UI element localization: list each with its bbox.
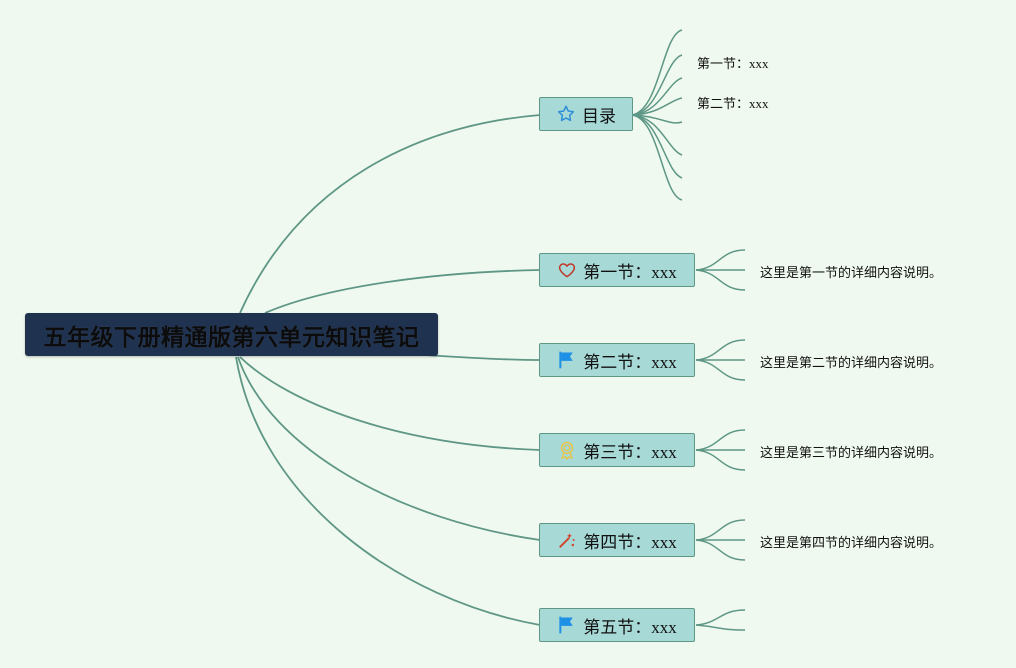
topic-toc[interactable]: 目录: [539, 97, 633, 131]
section-4-note[interactable]: 这里是第四节的详细内容说明。: [760, 536, 943, 551]
edge-root-s2: [424, 354, 541, 361]
twig-s5-b: [695, 624, 746, 631]
central-topic[interactable]: 五年级下册精通版第六单元知识笔记: [25, 313, 438, 356]
flag-icon: [557, 615, 577, 635]
section-3-note[interactable]: 这里是第三节的详细内容说明。: [760, 446, 943, 461]
magic-wand-icon: [557, 530, 577, 550]
topic-section-2-label: 第二节：xxx: [583, 352, 677, 372]
twig-s3-c: [695, 449, 746, 471]
section-2-note[interactable]: 这里是第二节的详细内容说明。: [760, 356, 943, 371]
edge-root-s3: [239, 356, 541, 451]
topic-section-5[interactable]: 第五节：xxx: [539, 608, 695, 642]
topic-section-3[interactable]: 第三节：xxx: [539, 433, 695, 467]
topic-section-1[interactable]: 第一节：xxx: [539, 253, 695, 287]
toc-item[interactable]: 第一节：xxx: [697, 56, 769, 71]
toc-item[interactable]: 第二节：xxx: [697, 96, 769, 111]
topic-section-3-label: 第三节：xxx: [583, 442, 677, 462]
twig-s4-a: [695, 519, 746, 541]
heart-icon: [557, 260, 577, 280]
topic-section-4[interactable]: 第四节：xxx: [539, 523, 695, 557]
twig-toc-3: [631, 77, 683, 116]
twig-s3-a: [695, 429, 746, 451]
twig-s1-c: [695, 269, 746, 291]
twig-toc-8: [631, 114, 683, 201]
topic-section-5-label: 第五节：xxx: [583, 617, 677, 637]
edge-root-s4: [237, 356, 541, 541]
topic-section-1-label: 第一节：xxx: [583, 262, 677, 282]
medal-icon: [557, 440, 577, 460]
twig-s2-a: [695, 339, 746, 361]
twig-toc-4: [631, 97, 683, 116]
twig-s1-a: [695, 249, 746, 271]
flag-icon: [557, 350, 577, 370]
topic-section-2[interactable]: 第二节：xxx: [539, 343, 695, 377]
twig-s4-c: [695, 539, 746, 561]
twig-s5-a: [695, 609, 746, 626]
topic-section-4-label: 第四节：xxx: [583, 532, 677, 552]
twig-toc-1: [631, 29, 683, 116]
star-icon: [556, 104, 576, 124]
edge-root-s1: [264, 269, 541, 314]
twig-s2-c: [695, 359, 746, 381]
edge-root-toc: [239, 114, 541, 314]
edge-root-s5: [235, 356, 541, 626]
central-topic-title: 五年级下册精通版第六单元知识笔记: [43, 324, 420, 351]
twig-toc-2: [631, 54, 683, 116]
topic-toc-label: 目录: [582, 106, 616, 127]
section-1-note[interactable]: 这里是第一节的详细内容说明。: [760, 266, 943, 281]
